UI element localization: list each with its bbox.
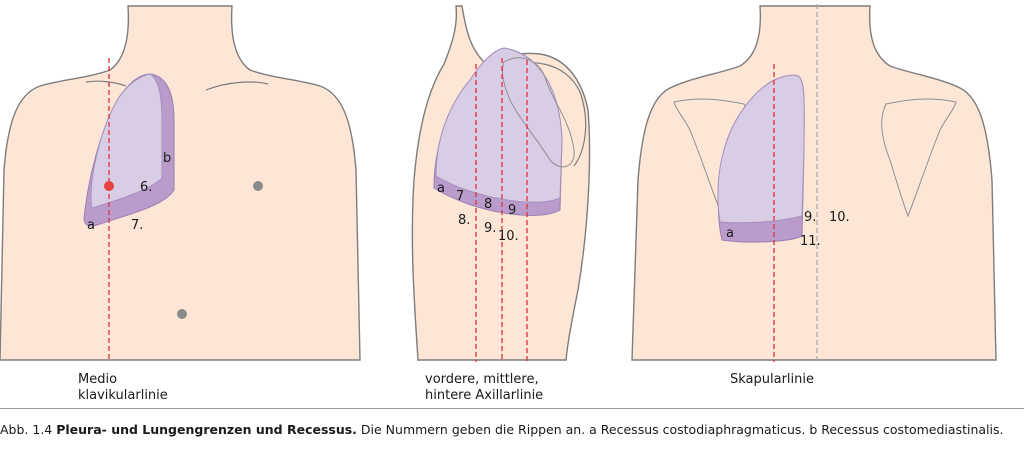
side-scapula-outline [501,57,575,168]
back-scapula-left [881,98,957,218]
front-caption-line2: klavikularlinie [78,388,168,403]
front-label-b: b [163,151,171,166]
side-label-r9b: 9. [484,221,496,236]
front-view: b 6. a 7. [0,5,361,362]
front-clavicle-left [205,81,269,91]
back-view-caption: Skapularlinie [730,372,814,388]
side-label-r7: 7 [456,189,464,204]
caption-text: Die Nummern geben die Rippen an. a Reces… [360,422,1004,437]
back-lung [717,74,805,224]
front-caption-line1: Medio [78,372,118,387]
front-clavicle-right [85,80,127,87]
front-label-a: a [87,218,95,233]
back-label-r9: 9. [804,210,816,225]
side-view-caption: vordere, mittlere, hintere Axillarlinie [425,372,543,404]
front-label-rib7: 7. [131,218,143,233]
front-label-rib6: 6. [140,180,152,195]
caption-divider [0,408,1024,409]
side-caption-line2: hintere Axillarlinie [425,388,544,403]
front-navel [177,309,187,319]
back-view: 9. 10. a 11. [631,4,997,362]
figure-caption: Abb. 1.4 Pleura- und Lungengrenzen und R… [0,421,1024,438]
side-label-r10: 10. [498,229,519,244]
caption-title: Pleura- und Lungengrenzen und Recessus. [56,422,357,437]
back-caption-line1: Skapularlinie [730,372,815,387]
caption-prefix: Abb. 1.4 [0,422,53,437]
front-nipple-left [253,181,263,191]
lung-boundaries-figure: b 6. a 7. a 7 8 9 8. 9. 10. 9. 10. a 11. [0,4,997,362]
front-torso [0,5,361,361]
side-caption-line1: vordere, mittlere, [425,372,539,387]
back-label-r10: 10. [829,210,850,225]
side-label-r9: 9 [508,203,516,218]
back-label-r11: 11. [800,234,821,249]
side-label-r8b: 8. [458,213,470,228]
back-torso [631,5,997,361]
front-view-caption: Medio klavikularlinie [78,372,168,404]
side-label-a: a [437,181,445,196]
back-label-a: a [726,226,734,241]
front-marker-dot [104,181,114,191]
side-view: a 7 8 9 8. 9. 10. [411,5,591,362]
side-label-r8: 8 [484,197,492,212]
side-lung [435,47,563,203]
